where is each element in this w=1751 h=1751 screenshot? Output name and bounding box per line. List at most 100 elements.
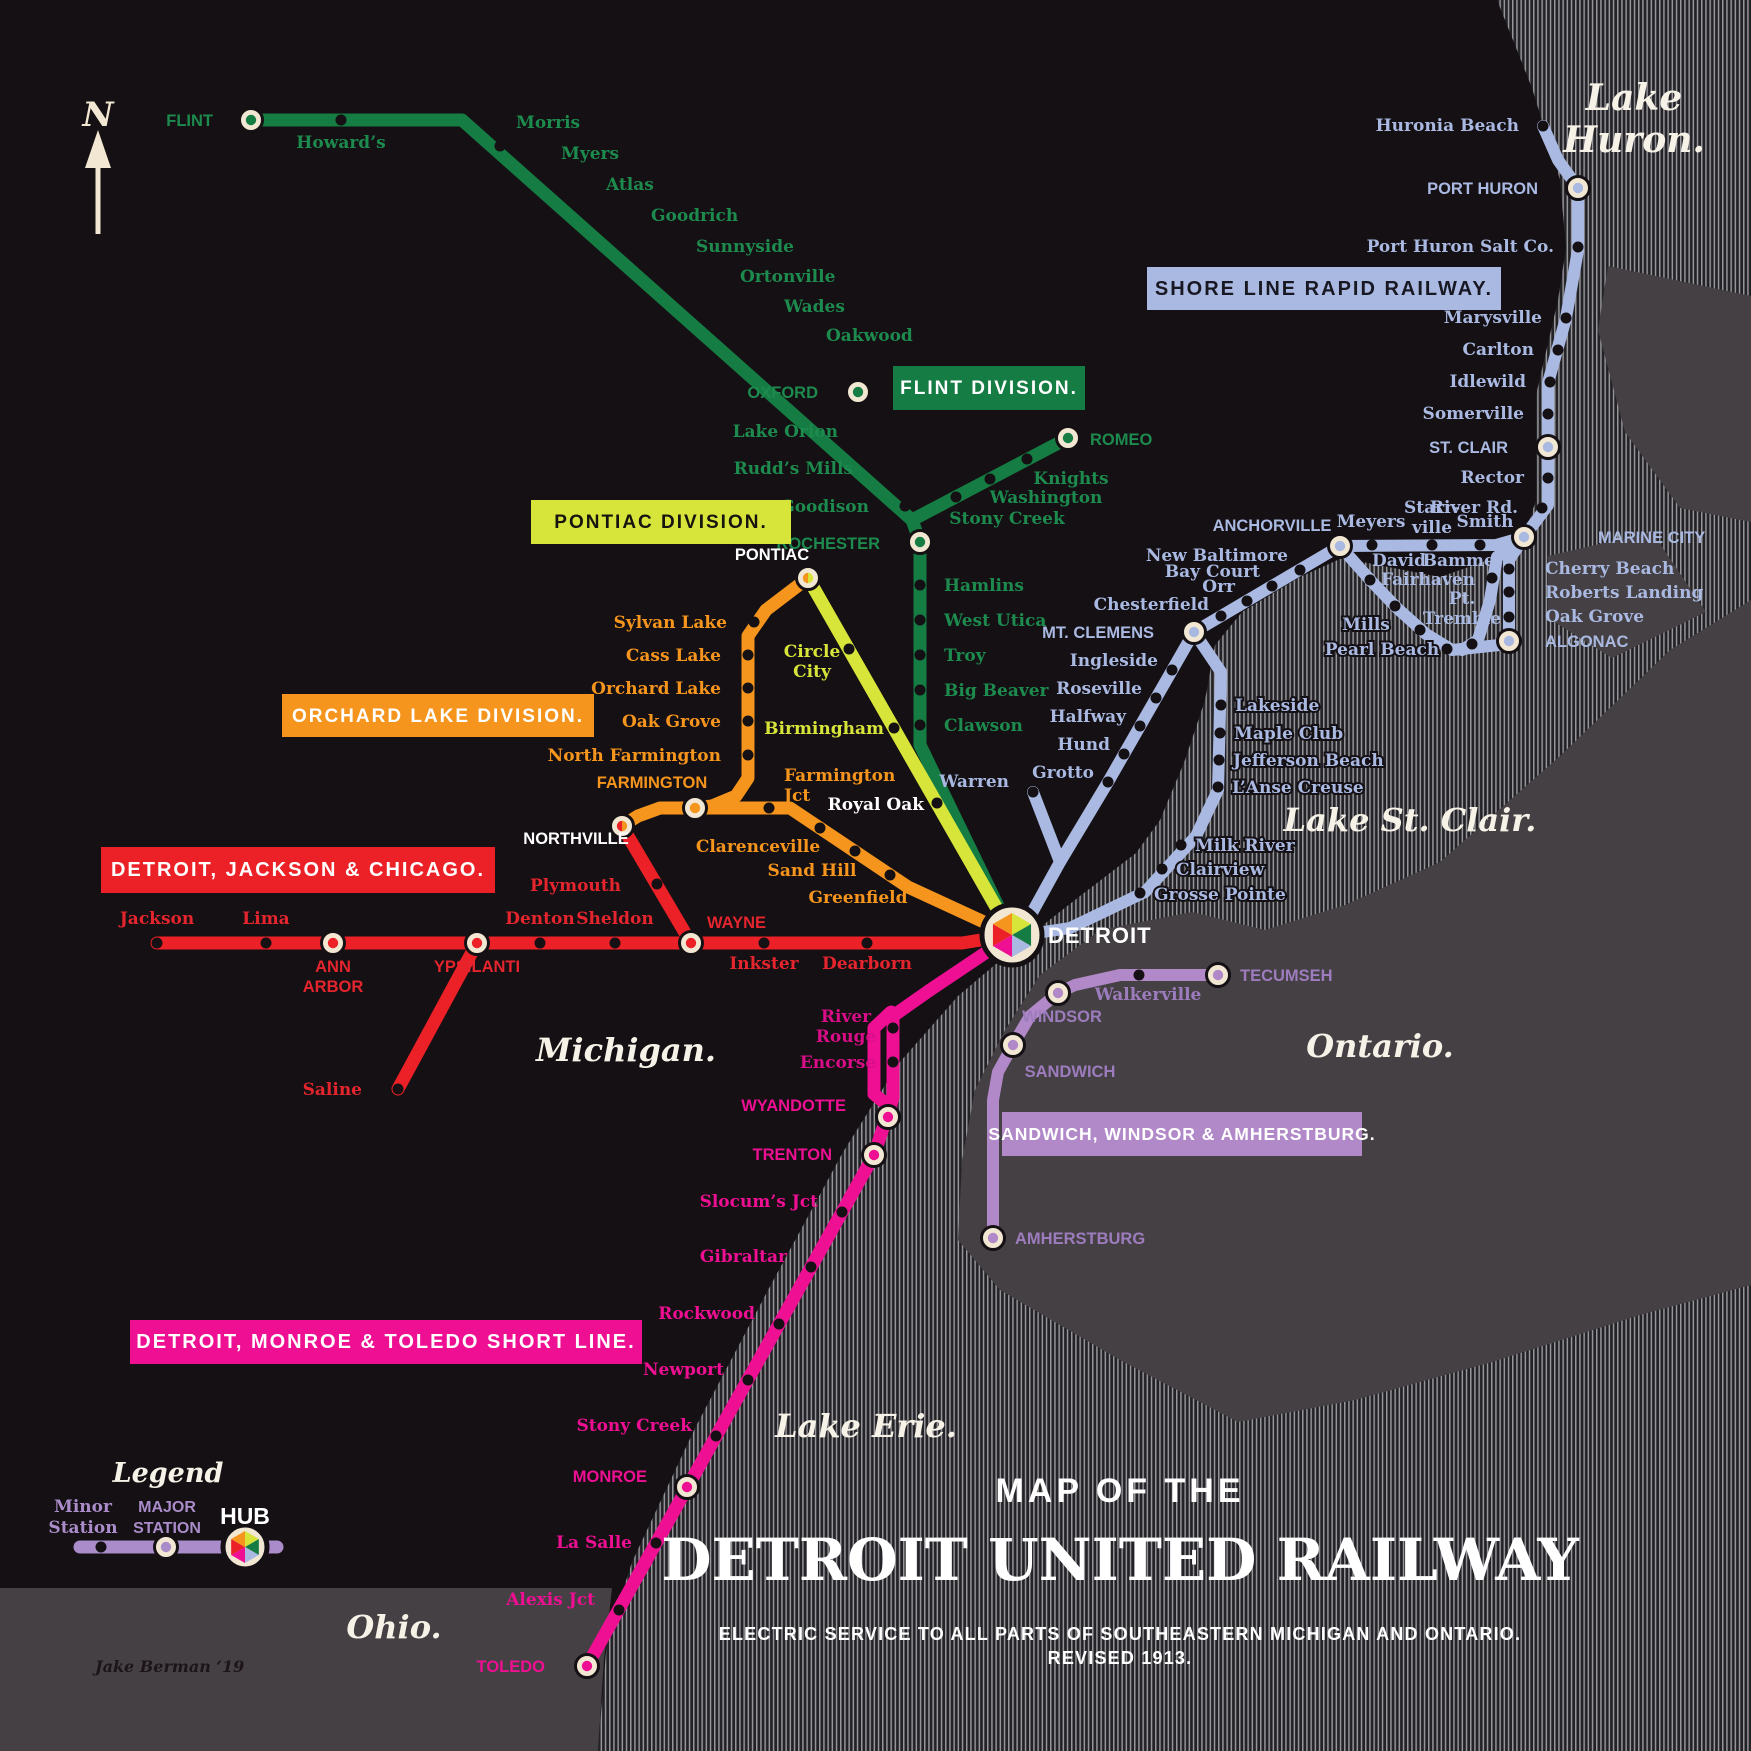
station-goodrich-label: Goodrich [651,206,738,226]
station-warren-dot [1027,786,1039,798]
station-cherry-beach-label: Cherry Beach [1545,559,1674,579]
station-oak-grove-dot [1503,611,1515,623]
station-shore-fairhaven: Fairhaven [1381,570,1475,612]
station-orr-dot [1241,595,1253,607]
station-oxford-label: OXFORD [747,384,818,402]
station-pearl-beach-dot [1441,643,1453,655]
line-orchard-path-1 [688,801,1019,942]
station-slocum-s-jct-dot [836,1206,848,1218]
station-orchard-lake-dot [742,682,754,694]
station-roseville-label: Roseville [1056,679,1142,699]
station-grotto-label: Grotto [1032,763,1094,783]
legend-hub-wedge-3 [231,1547,245,1563]
station-clawson-dot [914,719,926,731]
station-encorse-dot [887,1056,899,1068]
station-flint-core [245,114,257,126]
station-orchard-lake-label: Orchard Lake [591,679,721,699]
station-swa-walkerville: Walkerville [1094,969,1202,1005]
station-big-beaver-dot [914,684,926,696]
label-ontario: Ontario. [1306,1027,1454,1065]
station-amherstburg-label: AMHERSTBURG [1015,1230,1145,1248]
station-gibraltar-dot [805,1261,817,1273]
station-fairhaven-label: Fairhaven [1381,570,1475,590]
station-shore-mt-clemens: MT. CLEMENS [1042,619,1207,645]
station-marysville-label: Marysville [1444,308,1542,328]
station-rudd-s-mills-dot [883,462,895,474]
station-clairview-label: Clairview [1176,860,1265,880]
station-stony-creek-dot [950,491,962,503]
station-shore-orr: Orr [1202,577,1253,607]
north-arrow-shaft [95,160,101,234]
station-marine-city-core [1518,531,1530,543]
station-flint-oxford: OXFORD [747,379,871,405]
station-sheldon-label: Sheldon [576,909,654,929]
station-dmt-stony-creek: Stony Creek [576,1416,722,1442]
station-pontiac-royal-oak: Royal Oak [828,795,943,815]
station-shore-maple-club: Maple Club [1214,722,1345,746]
station-orchard-oak-grove: Oak Grove [622,712,754,732]
station-djc-denton: Denton [505,909,575,949]
line-djc-path-1 [391,936,484,1096]
station-lima-dot [260,937,272,949]
legend-major-core [160,1541,172,1553]
station-romeo-core [1062,432,1074,444]
station-port-huron-salt-co-dot [1572,241,1584,253]
station-djc-wayne: WAYNE [678,914,766,956]
title-kicker: MAP OF THE [995,1472,1244,1510]
station-howard-s-dot [335,114,347,126]
station-shore-meyers: Meyers [1337,512,1405,551]
station-shore-cherry-beach: Cherry Beach [1503,559,1674,579]
station-farmington-core [689,802,701,814]
station-djc-dearborn: Dearborn [822,937,912,974]
station-shore-new-baltimore: New Baltimore [1146,546,1306,576]
station-shore-clairview: Clairview [1156,858,1267,882]
station-shore-algonac: ALGONAC [1496,628,1628,654]
station-djc-jackson: Jackson [118,909,194,949]
station-flint-lake-orion: Lake Orion [733,422,880,442]
station-bay-court-label: Bay Court [1165,562,1260,582]
station-huronia-beach-dot [1537,120,1549,132]
station-newport-label: Newport [643,1360,724,1380]
station-cass-lake-label: Cass Lake [626,646,721,666]
legend-minor-dot [95,1541,107,1553]
station-flint-rochester: ROCHESTER [776,529,933,555]
station-shore-halfway: Halfway [1050,707,1146,732]
station-djc-plymouth: Plymouth [530,876,663,896]
station-troy-dot [914,649,926,661]
station-wades-dot [762,324,774,336]
station-ann-arbor-core [327,937,339,949]
station-flint-troy: Troy [914,646,987,666]
banner-sandwich-label: SANDWICH, WINDSOR & AMHERSTBURG. [988,1124,1375,1144]
station-l-anse-creuse-label: L’Anse Creuse [1232,778,1364,798]
station-dmt-newport: Newport [643,1360,754,1386]
station-shore-somerville: Somerville [1423,404,1554,424]
station-ypsilanti-core [471,937,483,949]
station-gibraltar-label: Gibraltar [700,1247,788,1267]
station-swa-windsor: WINDSOR [1022,980,1102,1026]
station-lima-label: Lima [242,909,289,929]
station-shore-marysville: Marysville [1444,308,1572,328]
station-saline-label: Saline [303,1080,363,1100]
banner-sandwich-windsor-amherstburg: SANDWICH, WINDSOR & AMHERSTBURG. [988,1112,1375,1156]
station-grotto-dot [1102,776,1114,788]
station-howard-s-label: Howard’s [296,133,385,153]
station-new-baltimore-label: New Baltimore [1146,546,1288,566]
station-shore-smith: Smith [1457,512,1513,551]
station-oak-grove-label: Oak Grove [622,712,721,732]
line-swa-path-0 [987,969,1224,1244]
station-monroe-label: MONROE [573,1468,647,1486]
station-oakwood-label: Oakwood [826,326,913,346]
station-trenton-core [868,1149,880,1161]
station-clarenceville-label: Clarenceville [696,837,821,857]
station-river-rd-label: River Rd. [1430,498,1518,518]
station-washington-dot [984,473,996,485]
station-oakwood-dot [804,353,816,365]
station-wades-label: Wades [783,297,845,317]
station-birmingham-label: Birmingham [764,719,884,739]
station-jackson-dot [151,937,163,949]
station-chesterfield-dot [1215,610,1227,622]
station-wyandotte-core [882,1111,894,1123]
station-la-salle-dot [650,1537,662,1549]
station-halfway-label: Halfway [1050,707,1127,727]
